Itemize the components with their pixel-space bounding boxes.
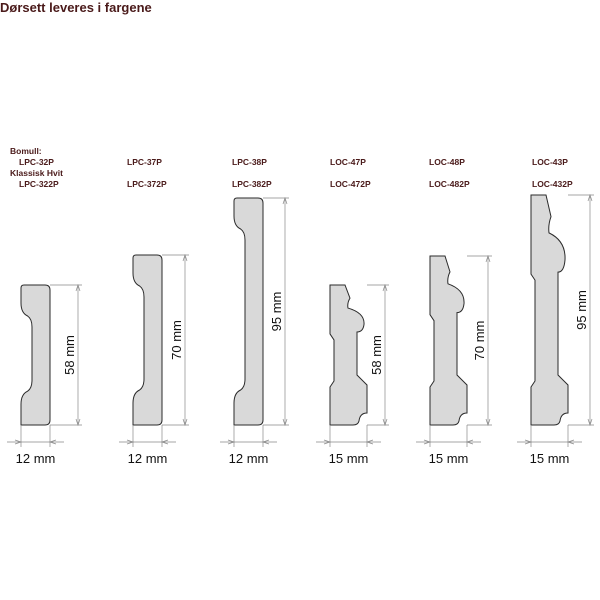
arrow-icon xyxy=(587,193,593,202)
profile-shape xyxy=(329,284,368,426)
arrow-icon xyxy=(282,418,288,427)
height-label: 95 mm xyxy=(574,290,589,330)
arrow-icon xyxy=(365,439,374,445)
height-label: 70 mm xyxy=(472,321,487,361)
arrow-icon xyxy=(587,418,593,427)
height-label: 95 mm xyxy=(269,292,284,332)
arrow-icon xyxy=(14,439,23,445)
arrow-icon xyxy=(126,439,135,445)
width-label: 12 mm xyxy=(16,451,56,466)
width-label: 12 mm xyxy=(128,451,168,466)
arrow-icon xyxy=(382,283,388,292)
height-label: 70 mm xyxy=(169,320,184,360)
product-code: LOC-47P xyxy=(330,157,366,167)
height-label: 58 mm xyxy=(62,335,77,375)
color-group-label: Klassisk Hvit xyxy=(10,168,63,178)
profile-shape xyxy=(20,284,51,426)
arrow-icon xyxy=(485,254,491,263)
color-group-label: Bomull: xyxy=(10,146,42,156)
width-label: 12 mm xyxy=(229,451,269,466)
arrow-icon xyxy=(75,418,81,427)
product-code: LPC-382P xyxy=(232,179,272,189)
height-label: 58 mm xyxy=(369,335,384,375)
product-code: LPC-322P xyxy=(19,179,59,189)
product-code: LPC-38P xyxy=(232,157,267,167)
arrow-icon xyxy=(75,283,81,292)
product-code: LPC-32P xyxy=(19,157,54,167)
width-label: 15 mm xyxy=(429,451,469,466)
profile-shape xyxy=(429,255,468,426)
arrow-icon xyxy=(282,196,288,205)
product-code: LOC-482P xyxy=(429,179,470,189)
profile-shape xyxy=(530,194,569,426)
product-code: LPC-37P xyxy=(127,157,162,167)
product-code: LOC-43P xyxy=(532,157,568,167)
product-code: LOC-48P xyxy=(429,157,465,167)
arrow-icon xyxy=(423,439,432,445)
arrow-icon xyxy=(160,439,169,445)
arrow-icon xyxy=(485,418,491,427)
arrow-icon xyxy=(261,439,270,445)
arrow-icon xyxy=(182,418,188,427)
arrow-icon xyxy=(566,439,575,445)
arrow-icon xyxy=(48,439,57,445)
profile-shape xyxy=(132,254,163,426)
width-label: 15 mm xyxy=(329,451,369,466)
profile-shape xyxy=(233,197,264,426)
product-code: LOC-472P xyxy=(330,179,371,189)
product-code: LPC-372P xyxy=(127,179,167,189)
arrow-icon xyxy=(465,439,474,445)
product-code: LOC-432P xyxy=(532,179,573,189)
arrow-icon xyxy=(382,418,388,427)
page-title: Dørsett leveres i fargene xyxy=(0,0,152,15)
arrow-icon xyxy=(524,439,533,445)
width-label: 15 mm xyxy=(530,451,570,466)
arrow-icon xyxy=(323,439,332,445)
arrow-icon xyxy=(182,253,188,262)
arrow-icon xyxy=(227,439,236,445)
